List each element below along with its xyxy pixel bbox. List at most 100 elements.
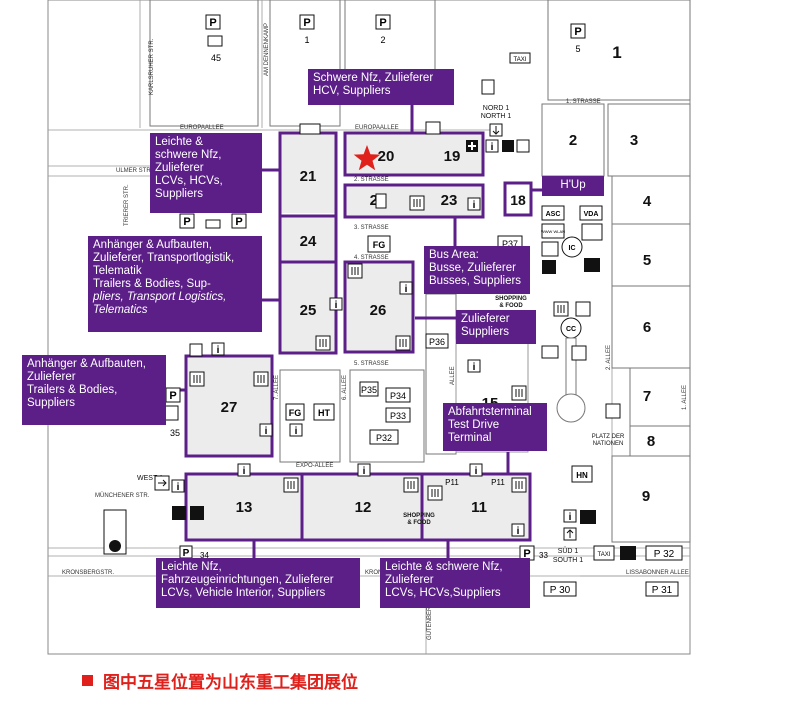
parking-p34: P34 <box>390 391 406 401</box>
callout-line: Zulieferer <box>385 574 434 586</box>
callout-hup: H'Up <box>542 176 604 196</box>
svg-text:i: i <box>243 466 246 477</box>
callout-hall-11: Leichte & schwere Nfz, Zulieferer LCVs, … <box>380 558 530 608</box>
svg-text:i: i <box>473 362 476 373</box>
svg-text:i: i <box>569 512 572 523</box>
parking-sign-1: P <box>303 17 310 29</box>
svg-text:i: i <box>335 300 338 311</box>
callout-test-drive-terminal: Abfahrtsterminal Test Drive Terminal <box>443 403 547 451</box>
callout-line: Test Drive <box>448 419 500 431</box>
parking-sign-35: P <box>169 390 176 402</box>
parking-33-label: 33 <box>539 551 548 560</box>
callout-line: H'Up <box>560 179 586 191</box>
parking-p37: P37 <box>502 239 518 249</box>
svg-text:i: i <box>475 466 478 477</box>
hall-7-number: 7 <box>643 388 651 405</box>
parking-34-label: 34 <box>200 551 209 560</box>
hall-23-number: 23 <box>441 192 458 209</box>
label-food-1: & FOOD <box>499 303 523 309</box>
info-icon: i <box>237 463 251 477</box>
callout-line: LCVs, HCVs,Suppliers <box>385 587 501 599</box>
parking-p31: P 31 <box>652 585 673 596</box>
parking-sign-ulmer: P <box>183 216 190 228</box>
street-allee-2: 2. ALLEE <box>606 345 612 370</box>
info-icon: i <box>289 423 303 437</box>
cc-walkway <box>556 337 586 423</box>
parking-p11-b: P11 <box>491 478 505 487</box>
flag-icon <box>605 403 621 419</box>
cc-sign: CC <box>566 326 576 333</box>
callout-line: Zulieferer <box>155 162 204 174</box>
callout-line: Trailers & Bodies, Sup- <box>93 278 211 290</box>
info-icon: i <box>171 479 185 493</box>
restaurant-icon <box>571 345 587 361</box>
parking-p33: P33 <box>390 411 406 421</box>
callout-hall-27: Anhänger & Aufbauten, Zulieferer Trailer… <box>22 355 166 425</box>
parking-p11-a: P11 <box>445 478 459 487</box>
callout-line: Telematics <box>93 304 148 316</box>
hall-3-number: 3 <box>630 132 638 149</box>
info-icon: i <box>329 297 343 311</box>
info-icon: i <box>211 342 225 356</box>
parking-p36: P36 <box>429 337 445 347</box>
hall-19-number: 19 <box>444 148 461 165</box>
train-station-icon <box>103 509 127 555</box>
street-gutenberg: GUTENBERG <box>427 602 433 640</box>
person-icon <box>375 193 387 209</box>
info-icon: i <box>357 463 371 477</box>
callout-line: Leichte & <box>155 136 203 148</box>
hall-5-block <box>611 223 691 287</box>
street-allee-6: 6. ALLEE <box>342 375 348 400</box>
parking-p32-right: P 32 <box>654 549 675 560</box>
street-4: 4. STRASSE <box>354 255 389 261</box>
fg-sign-top: FG <box>373 240 386 250</box>
street-1: 1. STRASSE <box>566 99 601 105</box>
hall-12-number: 12 <box>355 499 372 516</box>
hall-20-number: 20 <box>378 148 395 165</box>
callout-line: Abfahrtsterminal <box>448 406 532 418</box>
press-icon <box>541 345 559 359</box>
fuel-icon <box>620 546 636 560</box>
hall-26-outline <box>343 260 415 354</box>
info-icon: i <box>259 423 273 437</box>
svg-text:i: i <box>473 200 476 211</box>
callout-line: Leichte & schwere Nfz, <box>385 561 503 573</box>
bullet-square-icon <box>82 675 93 686</box>
hall-27-number: 27 <box>221 399 238 416</box>
phone-icon <box>516 139 530 153</box>
hall-26-number: 26 <box>370 302 387 319</box>
streets <box>48 0 690 654</box>
service-desk-icon <box>502 140 514 152</box>
label-food-2: & FOOD <box>407 520 431 526</box>
taxi-sign-top: TAXI <box>514 57 527 63</box>
service-desk-icon <box>190 506 204 520</box>
asc-sign: ASC <box>546 211 561 218</box>
parking-sign-2: P <box>379 17 386 29</box>
hall-24-number: 24 <box>300 233 317 250</box>
parking-5-label: 5 <box>575 44 580 54</box>
hall-2-number: 2 <box>569 132 577 149</box>
svg-text:i: i <box>405 284 408 295</box>
callout-line: LCVs, HCVs, <box>155 175 223 187</box>
street-allee-7: 7. ALLEE <box>274 375 280 400</box>
info-icon: i <box>469 463 483 477</box>
parking-1-label: 1 <box>304 35 309 45</box>
street-dennenkamp: AM DENNENKAMP <box>264 23 270 76</box>
callout-line: Busse, Zulieferer <box>429 262 516 274</box>
svg-text:i: i <box>295 426 298 437</box>
label-sued1: SÜD 1 <box>558 547 579 555</box>
street-kronsberg: KRONSBERGSTR. <box>62 570 114 576</box>
callout-line: Suppliers <box>461 326 509 338</box>
callout-line: schwere Nfz, <box>155 149 222 161</box>
service-desk-icon <box>172 506 186 520</box>
arrow-down-icon <box>189 343 203 357</box>
parking-bus-icon <box>425 121 441 135</box>
ht-sign: HT <box>318 408 330 418</box>
restaurant-icon <box>575 301 591 317</box>
hall-18-fill <box>505 183 531 215</box>
info-icon: i <box>467 197 481 211</box>
street-lissabonner: LISSABONNER ALLEE <box>626 570 689 576</box>
luggage-icon <box>584 258 600 272</box>
callout-schwere-nfz: Schwere Nfz, Zulieferer HCV, Suppliers <box>308 69 454 105</box>
